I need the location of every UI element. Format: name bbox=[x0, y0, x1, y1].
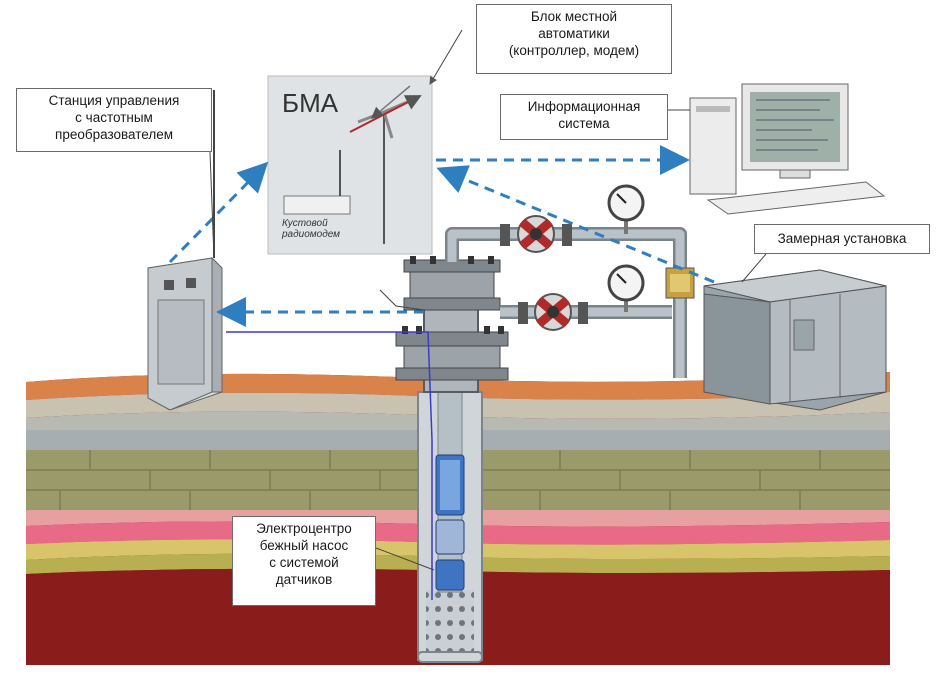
leader-lines bbox=[209, 29, 767, 571]
link-metering-bma bbox=[436, 165, 715, 284]
label-esp-pump: Электроцентро бежный насос с системой да… bbox=[232, 516, 376, 606]
wellhead bbox=[395, 256, 509, 393]
label-info-system: Информационная система bbox=[500, 94, 668, 140]
control-station-cabinet bbox=[147, 90, 223, 411]
flow-meter bbox=[665, 267, 695, 299]
pressure-gauge-lower bbox=[607, 264, 645, 302]
pump-cable bbox=[226, 331, 433, 600]
link-station-bma bbox=[168, 161, 269, 264]
label-control-station: Станция управления с частотным преобразо… bbox=[16, 88, 212, 152]
computer bbox=[689, 83, 886, 215]
signal-links bbox=[168, 145, 715, 327]
valve-upper bbox=[500, 215, 572, 253]
metering-unit bbox=[703, 269, 887, 411]
label-local-automation: Блок местной автоматики (контроллер, мод… bbox=[476, 4, 672, 74]
esp-pump bbox=[435, 454, 465, 591]
bma-modem-caption: Кустовой радиомодем bbox=[282, 218, 341, 240]
bma-panel bbox=[267, 75, 433, 255]
pressure-gauge-upper bbox=[607, 184, 645, 222]
bma-title: БМА bbox=[282, 88, 339, 118]
valve-lower bbox=[518, 293, 588, 331]
label-metering-unit: Замерная установка bbox=[754, 224, 930, 254]
